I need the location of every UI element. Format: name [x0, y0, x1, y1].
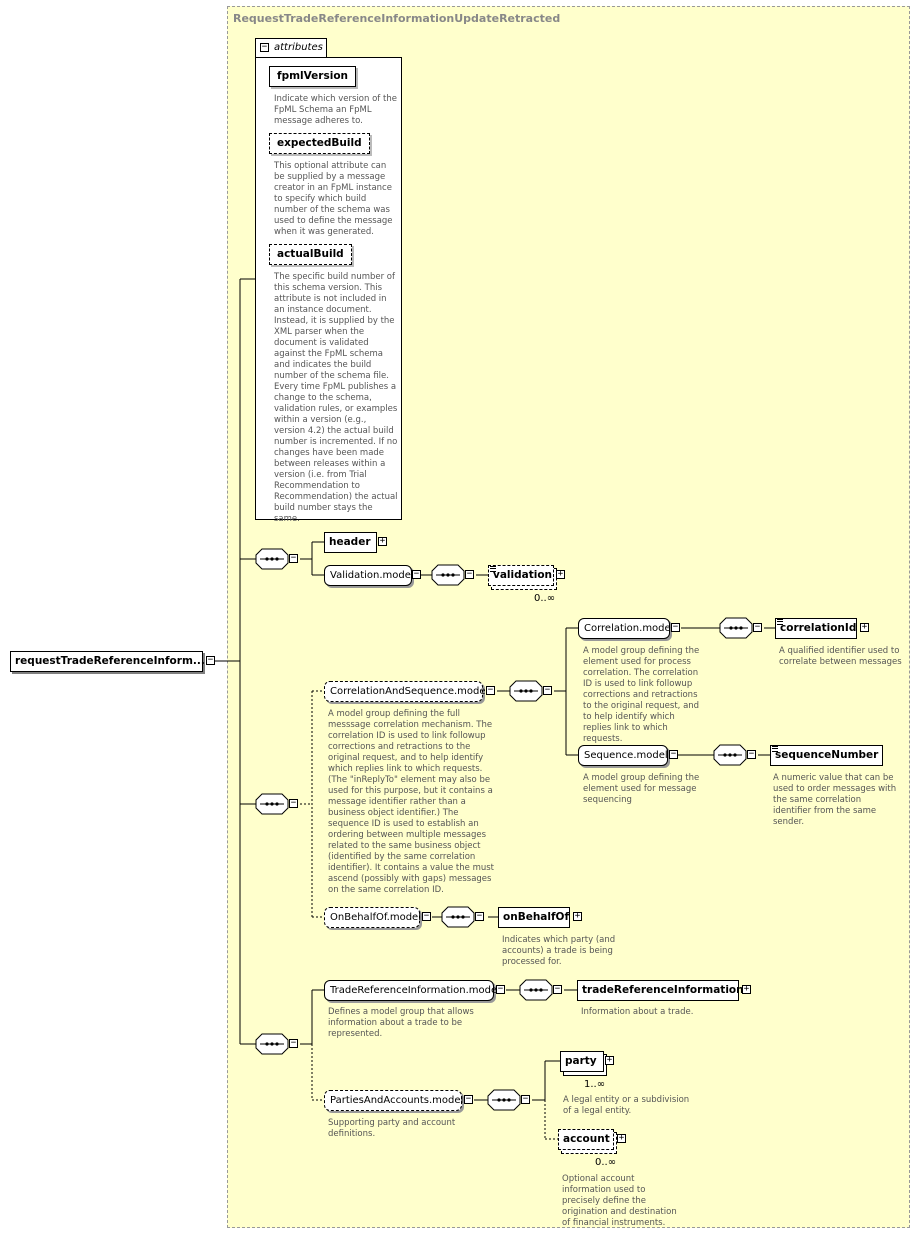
attribute-name: fpmlVersion	[277, 70, 349, 82]
group-label: OnBehalfOf.model	[330, 912, 421, 923]
group-label: Validation.model	[330, 570, 414, 581]
element-label: party	[565, 1055, 597, 1067]
documentation-icon	[777, 619, 783, 625]
attribute-description: This optional attribute can be supplied …	[274, 161, 393, 237]
element-description: Optional account information used to pre…	[562, 1174, 677, 1228]
group-label: TradeReferenceInformation.model	[330, 985, 500, 996]
collapse-toggle[interactable]: −	[206, 655, 215, 665]
group-sequence-model[interactable]: Sequence.model	[578, 745, 668, 766]
element-label: correlationId	[780, 622, 857, 634]
element-account[interactable]: account	[558, 1129, 614, 1150]
group-correlation-model[interactable]: Correlation.model	[578, 618, 674, 639]
group-description: Supporting party and account definitions…	[328, 1118, 456, 1139]
attributes-tab-label: attributes	[274, 42, 323, 53]
group-validation-model[interactable]: Validation.model	[324, 565, 414, 586]
attribute-description: The specific build number of this schema…	[274, 272, 398, 524]
documentation-icon	[772, 746, 778, 752]
root-element[interactable]: requestTradeReferenceInform...	[10, 651, 205, 672]
element-party[interactable]: party	[560, 1051, 604, 1072]
collapse-toggle[interactable]: −	[412, 569, 421, 579]
group-description: A model group defining the element used …	[583, 773, 700, 805]
element-description: A legal entity or a subdivision of a leg…	[563, 1095, 690, 1116]
expand-toggle[interactable]: +	[556, 569, 565, 579]
expand-toggle[interactable]: +	[605, 1055, 614, 1065]
collapse-toggle[interactable]: −	[753, 622, 762, 632]
group-correlation-and-sequence-model[interactable]: CorrelationAndSequence.model	[324, 681, 488, 702]
element-label: account	[563, 1133, 610, 1145]
element-sequence-number[interactable]: sequenceNumber	[770, 745, 883, 766]
collapse-toggle[interactable]: −	[475, 911, 484, 921]
collapse-toggle[interactable]: −	[289, 553, 298, 563]
attribute-name: actualBuild	[277, 248, 344, 260]
attribute-expected-build[interactable]: expectedBuild	[269, 133, 370, 154]
element-description: Indicates which party (and accounts) a t…	[502, 935, 616, 967]
group-label: Correlation.model	[584, 623, 674, 634]
expand-toggle[interactable]: +	[378, 536, 387, 546]
attributes-tab[interactable]: − attributes	[255, 38, 327, 58]
element-validation[interactable]: validation	[488, 565, 554, 586]
collapse-toggle[interactable]: −	[496, 984, 505, 994]
element-on-behalf-of[interactable]: onBehalfOf	[498, 907, 570, 928]
collapse-toggle[interactable]: −	[553, 984, 562, 994]
element-header[interactable]: header	[324, 532, 377, 553]
collapse-toggle[interactable]: −	[289, 1038, 298, 1048]
group-on-behalf-of-model[interactable]: OnBehalfOf.model	[324, 907, 421, 928]
element-description: Information about a trade.	[581, 1007, 694, 1017]
element-correlation-id[interactable]: correlationId	[775, 618, 857, 639]
group-description: Defines a model group that allows inform…	[328, 1007, 474, 1039]
collapse-toggle[interactable]: −	[671, 622, 680, 632]
expand-toggle[interactable]: +	[617, 1133, 626, 1143]
complex-type-title: RequestTradeReferenceInformationUpdateRe…	[233, 12, 561, 25]
attribute-actual-build[interactable]: actualBuild	[269, 244, 352, 265]
attribute-fpml-version[interactable]: fpmlVersion	[269, 66, 357, 87]
collapse-toggle[interactable]: −	[465, 569, 474, 579]
collapse-toggle[interactable]: −	[260, 42, 269, 52]
expand-toggle[interactable]: +	[573, 911, 582, 921]
element-description: A numeric value that can be used to orde…	[773, 773, 897, 827]
group-label: Sequence.model	[584, 750, 668, 761]
collapse-toggle[interactable]: −	[486, 685, 495, 695]
group-label: PartiesAndAccounts.model	[330, 1095, 464, 1106]
attribute-name: expectedBuild	[277, 137, 362, 149]
element-label: onBehalfOf	[503, 911, 570, 923]
collapse-toggle[interactable]: −	[289, 798, 298, 808]
group-parties-and-accounts-model[interactable]: PartiesAndAccounts.model	[324, 1090, 464, 1111]
documentation-icon	[490, 566, 496, 572]
cardinality: 0..∞	[595, 1157, 617, 1168]
cardinality: 1..∞	[584, 1079, 606, 1090]
collapse-toggle[interactable]: −	[521, 1094, 530, 1104]
element-description: A qualified identifier used to correlate…	[779, 646, 902, 667]
collapse-toggle[interactable]: −	[464, 1094, 473, 1104]
element-label: sequenceNumber	[775, 749, 879, 761]
collapse-toggle[interactable]: −	[422, 911, 431, 921]
collapse-toggle[interactable]: −	[747, 749, 756, 759]
collapse-toggle[interactable]: −	[543, 685, 552, 695]
expand-toggle[interactable]: +	[742, 984, 751, 994]
element-label: validation	[493, 569, 553, 581]
expand-toggle[interactable]: +	[860, 622, 869, 632]
group-description: A model group defining the element used …	[583, 646, 700, 744]
group-trade-reference-information-model[interactable]: TradeReferenceInformation.model	[324, 980, 500, 1001]
root-element-label: requestTradeReferenceInform...	[15, 655, 205, 667]
group-label: CorrelationAndSequence.model	[330, 686, 489, 697]
element-trade-reference-information[interactable]: tradeReferenceInformation	[577, 980, 744, 1001]
group-description: A model group defining the full messsage…	[328, 709, 494, 895]
attribute-description: Indicate which version of the FpML Schem…	[274, 94, 397, 126]
collapse-toggle[interactable]: −	[669, 749, 678, 759]
cardinality: 0..∞	[534, 593, 556, 604]
element-label: header	[329, 536, 371, 548]
element-label: tradeReferenceInformation	[582, 984, 744, 996]
